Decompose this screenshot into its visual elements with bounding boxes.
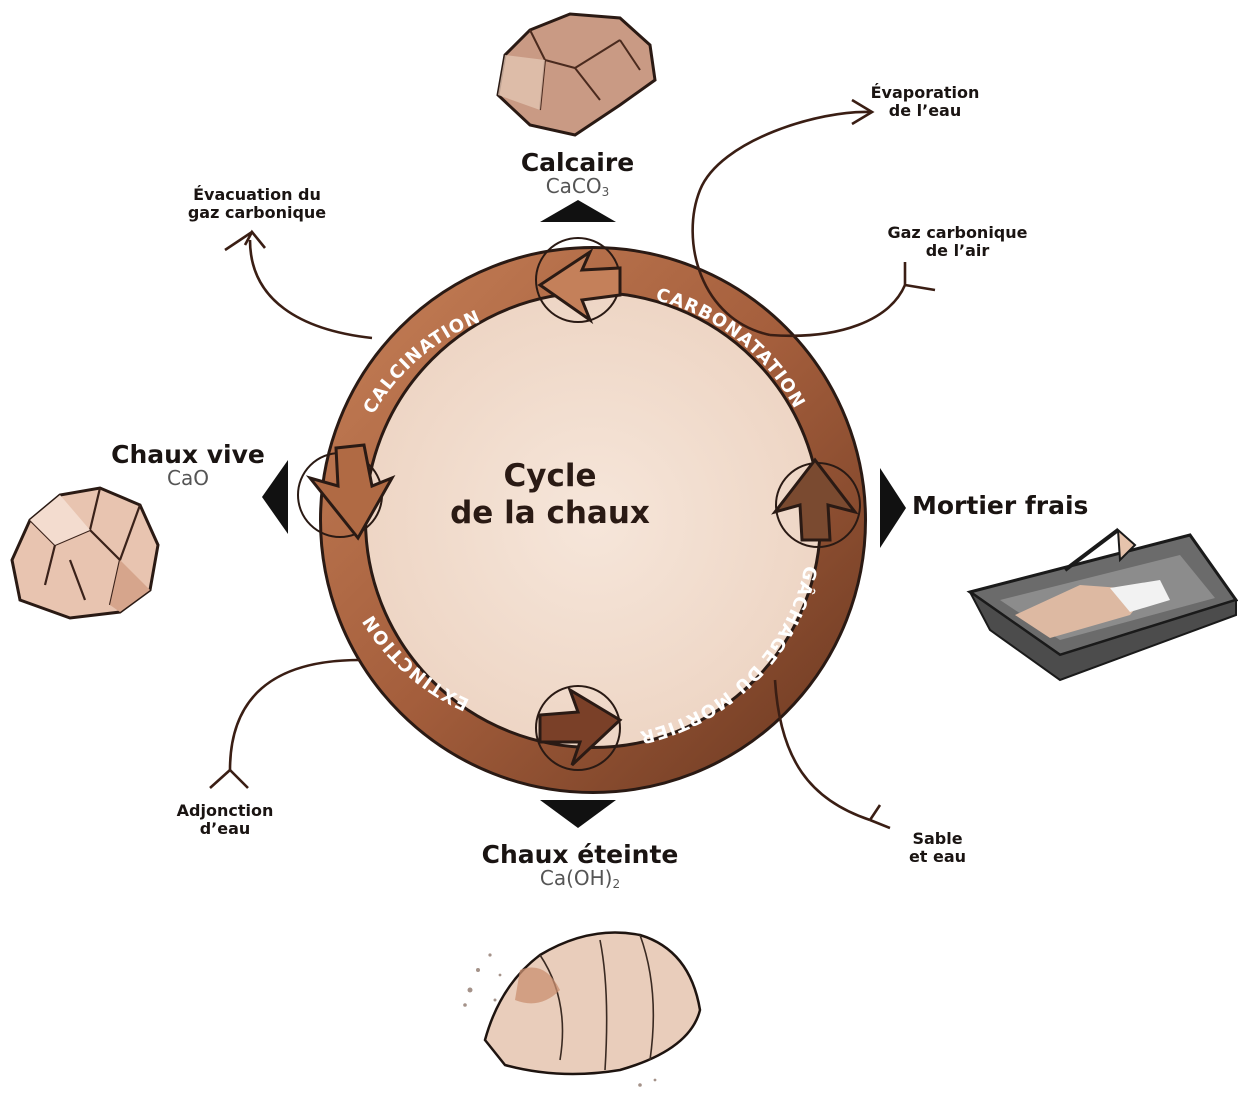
mortier-frais-label: Mortier frais [912, 493, 1112, 519]
adjonction-label: Adjonction d’eau [160, 802, 290, 839]
chaux-eteinte-formula: Ca(OH)2 [470, 868, 690, 891]
slaked-lime-powder-icon [463, 933, 700, 1087]
evacuation-flow-line [250, 240, 372, 338]
evacuation-label: Évacuation du gaz carbonique [172, 186, 342, 223]
gaz-air-label: Gaz carbonique de l’air [870, 224, 1045, 261]
mortar-trough-icon [970, 530, 1236, 680]
cycle-title-line1: Cycle [430, 458, 670, 495]
cycle-title: Cycle de la chaux [430, 458, 670, 531]
chaux-eteinte-name: Chaux éteinte [470, 842, 690, 868]
chaux-eteinte-label: Chaux éteinte Ca(OH)2 [470, 842, 690, 891]
quicklime-rocks-icon [12, 488, 158, 618]
air-co2-flow-line [770, 285, 905, 336]
limestone-rock-icon [498, 14, 655, 135]
calcaire-name: Calcaire [490, 150, 665, 176]
water-addition-flow-line [230, 660, 360, 770]
chaux-vive-label: Chaux vive CaO [108, 442, 268, 489]
calcaire-formula: CaCO3 [490, 176, 665, 199]
calcaire-label: Calcaire CaCO3 [490, 150, 665, 199]
cycle-title-line2: de la chaux [430, 495, 670, 532]
chaux-vive-name: Chaux vive [108, 442, 268, 468]
evaporation-label: Évaporation de l’eau [855, 84, 995, 121]
chaux-vive-formula: CaO [108, 468, 268, 489]
sable-label: Sable et eau [890, 830, 985, 867]
